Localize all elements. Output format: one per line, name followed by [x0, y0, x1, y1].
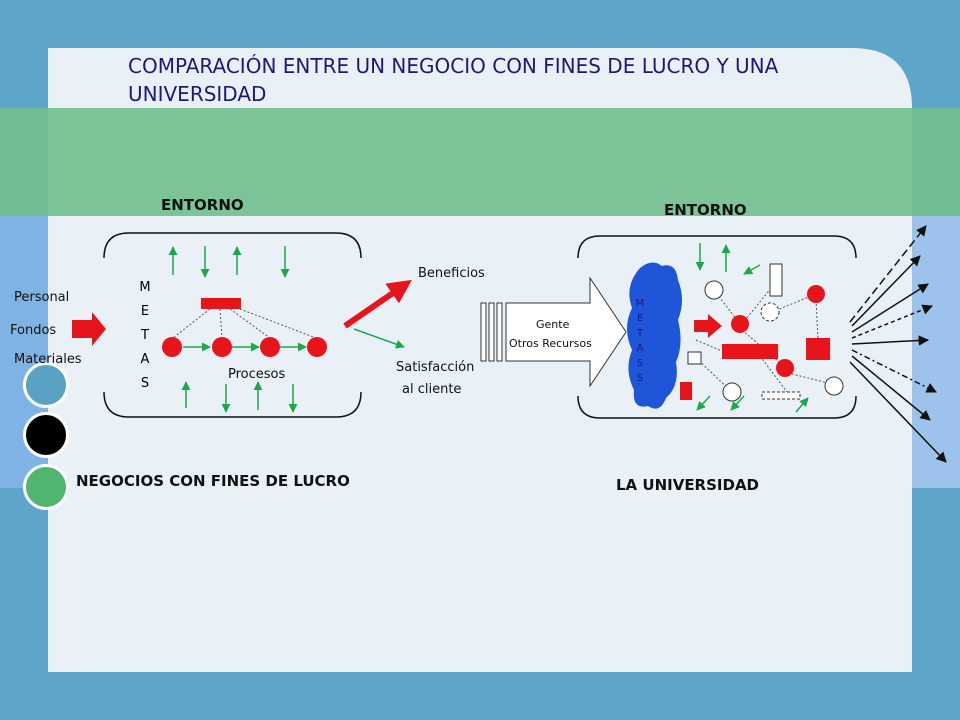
business-diagram [72, 232, 412, 418]
process-node [162, 337, 182, 357]
process-node [307, 337, 327, 357]
outgoing-arrow-dashed [851, 304, 933, 339]
node-small-box [687, 351, 702, 365]
inner-red-arrow [694, 314, 722, 338]
university-diagram [480, 225, 947, 463]
network-link [759, 355, 791, 397]
goal-letter: M [635, 298, 645, 309]
outgoing-arrow-dashdot [851, 349, 937, 393]
input-bar [496, 302, 503, 362]
input-bar [488, 302, 495, 362]
business-input-arrow [72, 312, 106, 346]
goal-letter: E [636, 313, 644, 324]
network-link [713, 289, 741, 325]
bullet-dot-green [23, 464, 69, 510]
node-empty [722, 382, 742, 402]
bullet-dot-black [23, 412, 69, 458]
env-arrow [696, 395, 711, 411]
bullet-dot-blue [23, 362, 69, 408]
resources-label-line1: Gente [536, 318, 570, 331]
node-empty [704, 280, 724, 300]
env-arrow [743, 264, 761, 275]
process-link [229, 308, 271, 339]
network-link [741, 329, 785, 367]
business-boundary-bottom [103, 391, 362, 418]
satisfaction-label-line2: al cliente [402, 382, 462, 397]
resources-label-line2: Otros Recursos [509, 337, 592, 350]
node-red [776, 359, 794, 377]
outgoing-arrow [851, 355, 931, 421]
university-environment-label: ENTORNO [664, 201, 747, 219]
goal-letter: T [141, 328, 149, 343]
resources-arrow [505, 276, 627, 388]
node-red-square [806, 338, 830, 360]
university-boundary-top [577, 235, 857, 259]
input-bar [480, 302, 487, 362]
manager-node [201, 298, 241, 309]
profit-arrow [343, 279, 412, 329]
process-link [239, 308, 317, 339]
goal-letter: A [636, 343, 644, 354]
goals-cloud [627, 262, 682, 409]
env-arrow [730, 395, 745, 411]
node-empty [824, 376, 844, 396]
outgoing-arrow [851, 283, 929, 333]
satisfaction-arrow [353, 328, 405, 349]
satisfaction-label-line1: Satisfacción [396, 360, 475, 375]
input-personal-label: Personal [14, 290, 70, 305]
node-red [731, 315, 749, 333]
university-caption: LA UNIVERSIDAD [616, 476, 760, 494]
node-dashed [760, 302, 780, 322]
business-environment-label: ENTORNO [161, 196, 244, 214]
goal-letter: S [140, 376, 150, 391]
green-band [0, 108, 960, 216]
goal-letter: S [636, 358, 644, 369]
profit-label: Beneficios [418, 266, 485, 281]
network-link [695, 339, 725, 353]
goal-letter: T [636, 328, 644, 339]
env-arrow [795, 397, 809, 413]
goal-letter: E [140, 304, 150, 319]
goal-letter: A [140, 352, 150, 367]
input-materials-label: Materiales [14, 352, 82, 367]
university-goals-label: M E T A S S [634, 296, 646, 386]
business-caption: NEGOCIOS CON FINES DE LUCRO [76, 472, 350, 490]
node-tall-box [769, 263, 783, 297]
outgoing-arrow-dashed [849, 225, 927, 323]
page-title: COMPARACIÓN ENTRE UN NEGOCIO CON FINES D… [128, 54, 779, 106]
network-link [783, 371, 833, 385]
node-red-small [680, 382, 692, 400]
node-dashed-bar [761, 391, 801, 400]
outgoing-arrow [851, 335, 930, 346]
process-node [212, 337, 232, 357]
process-node [260, 337, 280, 357]
input-funds-label: Fondos [10, 323, 57, 338]
business-boundary-top [103, 232, 362, 259]
goal-letter: M [139, 280, 151, 295]
node-red-bar [722, 344, 778, 359]
outgoing-arrow [851, 255, 921, 327]
business-goals-label: M E T A S [138, 276, 152, 396]
process-link [219, 308, 223, 339]
goal-letter: S [636, 373, 644, 384]
node-red [807, 285, 825, 303]
outgoing-arrow [849, 361, 947, 463]
university-boundary-bottom [577, 395, 857, 419]
process-label: Procesos [228, 367, 286, 382]
